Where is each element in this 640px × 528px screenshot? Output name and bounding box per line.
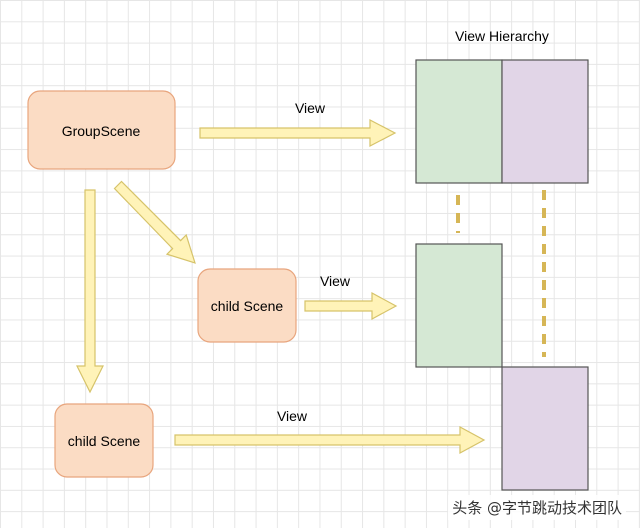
child-scene-label-2: child Scene [68, 433, 141, 449]
edge-label-child1-view: View [320, 273, 351, 289]
group-scene-label: GroupScene [62, 123, 141, 139]
child-scene-label-1: child Scene [211, 298, 284, 314]
edge-label-group-view: View [295, 100, 326, 116]
arrow-group-to-child1 [113, 180, 196, 264]
view-block-group-green [415, 59, 503, 184]
group-scene-node [27, 90, 176, 170]
arrow-group-to-child2 [76, 189, 104, 394]
edge-label-child2-view: View [277, 408, 308, 424]
child-scene-node-2 [54, 403, 154, 478]
arrow-child2-to-view [174, 425, 486, 455]
view-block-group-purple [501, 59, 589, 184]
arrow-child1-to-view [304, 291, 398, 321]
arrow-group-to-view [199, 119, 397, 147]
watermark-text: 头条 @字节跳动技术团队 [448, 495, 626, 520]
view-block-child2-purple [501, 366, 589, 491]
view-block-child1-green [415, 243, 503, 368]
view-hierarchy-title: View Hierarchy [455, 28, 549, 44]
child-scene-node-1 [197, 268, 297, 343]
